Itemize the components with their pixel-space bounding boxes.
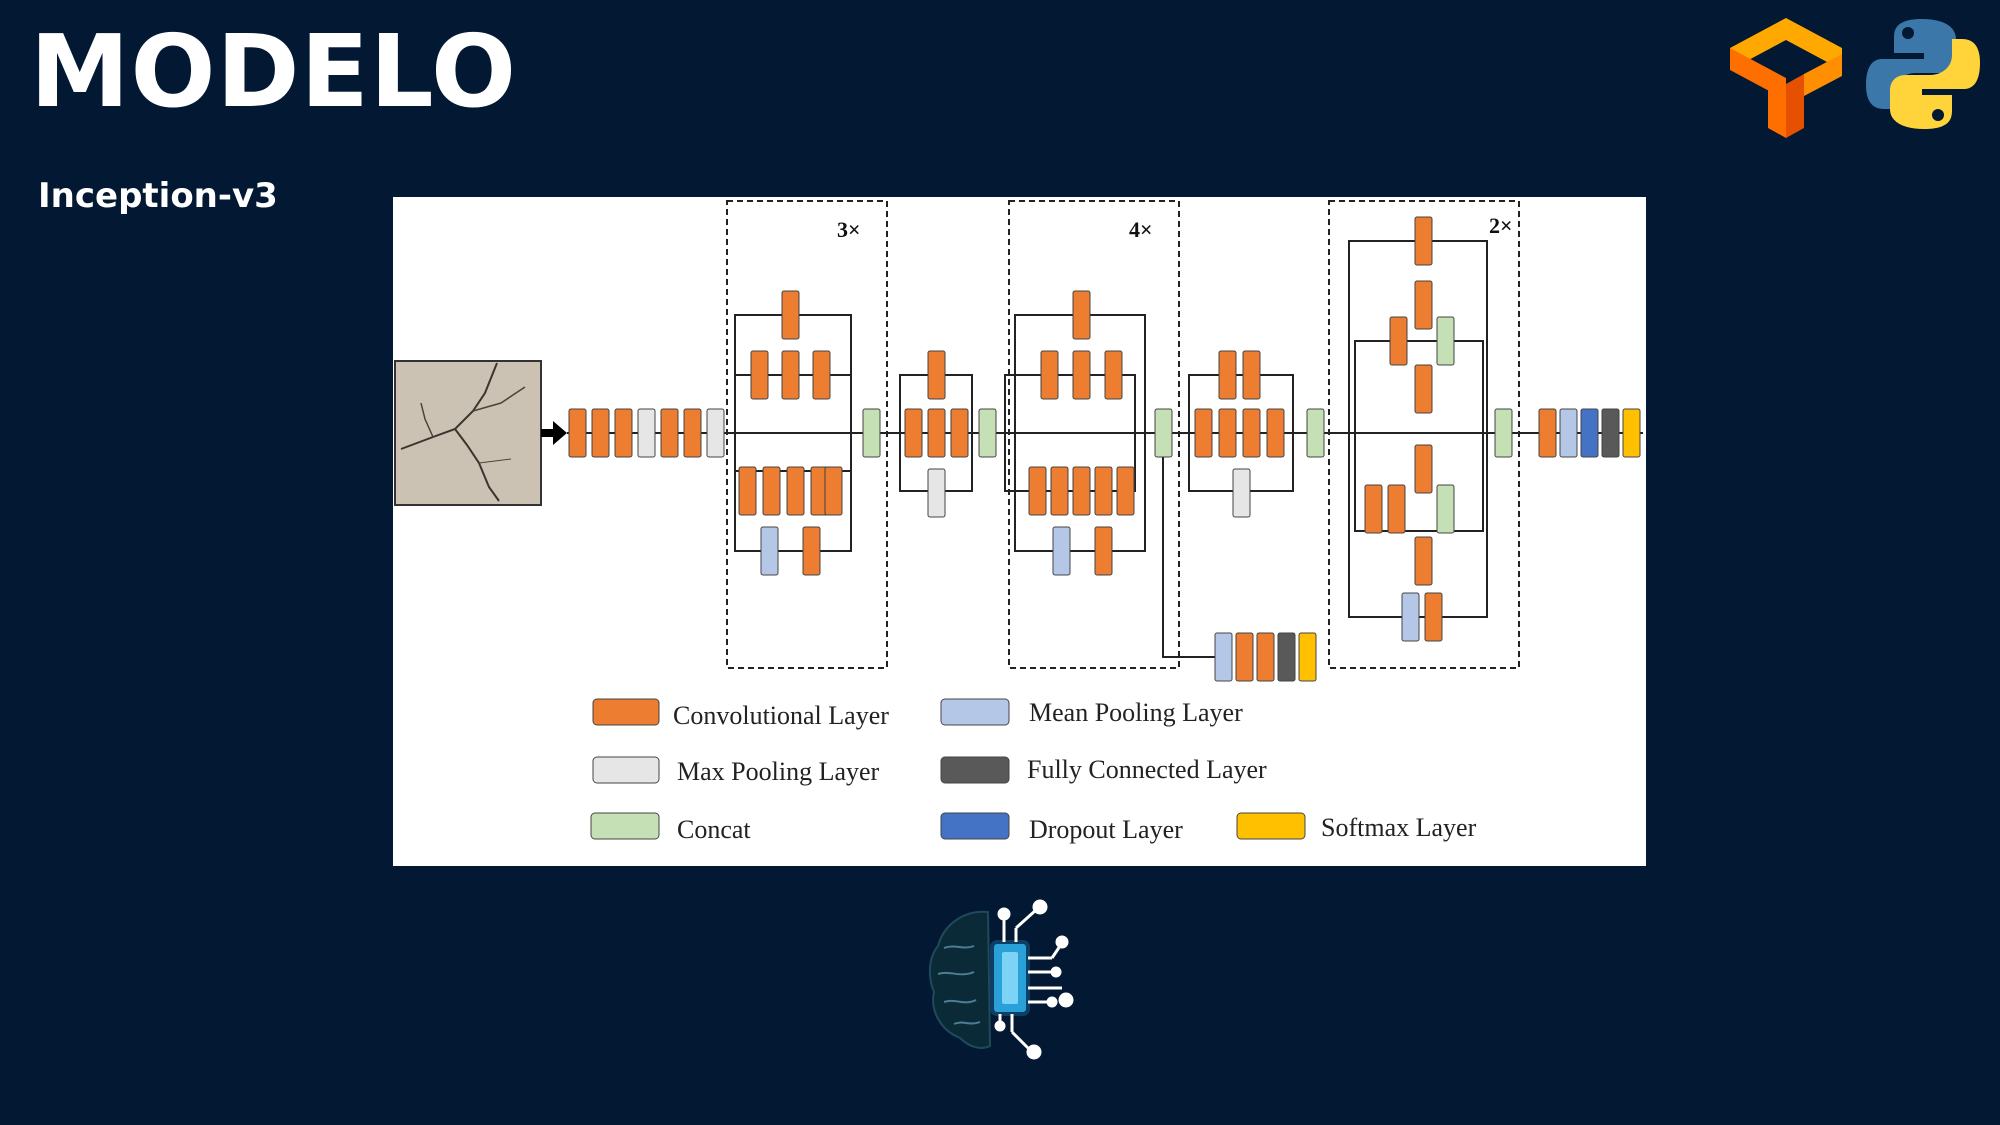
- ai-brain-chip-logo: [928, 899, 1074, 1060]
- tensorflow-logo: [1730, 18, 1842, 138]
- input-arrow: [541, 421, 567, 445]
- output-head: [1538, 408, 1641, 458]
- multiplier-4x: 4×: [1129, 217, 1153, 242]
- legend-label-meanpool: Mean Pooling Layer: [1029, 698, 1243, 727]
- python-logo: [1866, 19, 1980, 129]
- legend-label-fc: Fully Connected Layer: [1027, 755, 1267, 784]
- inception-v3-diagram: 3× 4×: [393, 197, 1646, 866]
- legend-label-concat: Concat: [677, 815, 751, 844]
- legend-label-conv: Convolutional Layer: [673, 701, 889, 730]
- legend-label-maxpool: Max Pooling Layer: [677, 757, 880, 786]
- reduction-block-1: [899, 350, 973, 518]
- reduction-block-2: [1188, 350, 1294, 518]
- legend-label-softmax: Softmax Layer: [1321, 813, 1477, 842]
- input-crack-image: [394, 360, 542, 506]
- concat-b: [1154, 408, 1173, 458]
- legend: Convolutional Layer Max Pooling Layer Co…: [590, 698, 1477, 844]
- concat-c: [1494, 408, 1513, 458]
- legend-swatch-dropout: [940, 812, 1010, 840]
- multiplier-2x: 2×: [1489, 213, 1513, 238]
- inception-block-b: 4×: [1004, 200, 1180, 669]
- legend-swatch-concat: [590, 812, 660, 840]
- multiplier-3x: 3×: [837, 217, 861, 242]
- legend-swatch-softmax: [1236, 812, 1306, 840]
- stem-layers: [568, 408, 725, 458]
- page-title: MODELO: [30, 13, 518, 130]
- legend-swatch-meanpool: [940, 698, 1010, 726]
- auxiliary-classifier: [1162, 457, 1317, 682]
- legend-swatch-conv: [592, 698, 660, 726]
- legend-swatch-maxpool: [592, 756, 660, 784]
- legend-label-dropout: Dropout Layer: [1029, 815, 1183, 844]
- inception-block-a: 3×: [726, 200, 888, 669]
- concat-r2: [1306, 408, 1325, 458]
- inception-block-c: 2×: [1328, 200, 1520, 669]
- model-name: Inception-v3: [38, 176, 278, 216]
- concat-a: [862, 408, 881, 458]
- legend-swatch-fc: [940, 756, 1010, 784]
- concat-r1: [978, 408, 997, 458]
